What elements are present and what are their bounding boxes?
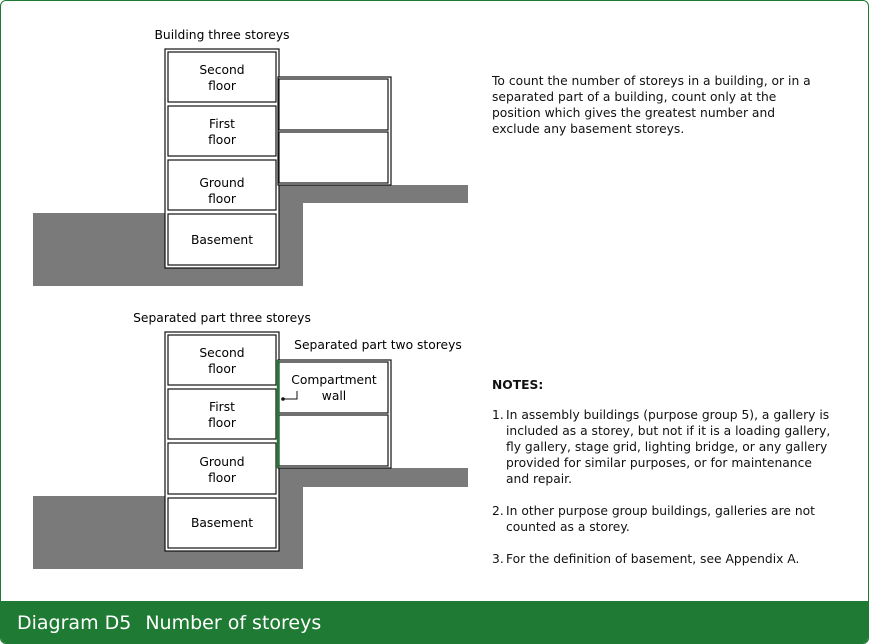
note-number: 3.	[492, 552, 504, 566]
compartment-leader	[283, 391, 298, 400]
diagram-caption: Diagram D5 Number of storeys	[1, 601, 868, 643]
ground-bottom	[33, 468, 468, 569]
note-text: In other purpose group buildings, galler…	[506, 504, 815, 534]
room-basement-bottom	[167, 497, 277, 549]
title-bottom: Separated part three storeys	[133, 311, 311, 325]
note-number: 2.	[492, 504, 504, 518]
note-item: 2.In other purpose group buildings, gall…	[492, 503, 832, 535]
compartment-leader-dot	[281, 397, 285, 401]
annex-room-upper-top	[278, 78, 389, 131]
room-ground-bottom	[167, 442, 277, 495]
room-second-bottom	[167, 334, 277, 386]
notes-heading: NOTES:	[492, 378, 544, 392]
intro-text: To count the number of storeys in a buil…	[492, 74, 811, 136]
annex-room-lower-top	[278, 131, 389, 184]
notes-list: 1.In assembly buildings (purpose group 5…	[492, 407, 832, 583]
room-first-bottom	[167, 388, 277, 440]
room-second-top	[167, 51, 277, 103]
room-basement-top	[167, 213, 277, 266]
note-item: 3.For the definition of basement, see Ap…	[492, 551, 832, 567]
caption-title: Number of storeys	[145, 612, 322, 634]
label-basement-bottom: Basement	[191, 516, 253, 530]
note-number: 1.	[492, 408, 504, 422]
label-basement-top: Basement	[191, 233, 253, 247]
title-bottom-right: Separated part two storeys	[294, 338, 462, 352]
annex-room-upper-bottom	[278, 361, 389, 414]
title-top: Building three storeys	[154, 28, 289, 42]
note-text: For the definition of basement, see Appe…	[506, 552, 800, 566]
room-first-top	[167, 105, 277, 157]
caption-number: Diagram D5	[17, 612, 132, 634]
note-item: 1.In assembly buildings (purpose group 5…	[492, 407, 832, 487]
room-ground-top	[167, 159, 277, 211]
note-text: In assembly buildings (purpose group 5),…	[506, 408, 831, 486]
ground-top	[33, 185, 468, 286]
annex-room-lower-bottom	[278, 414, 389, 467]
